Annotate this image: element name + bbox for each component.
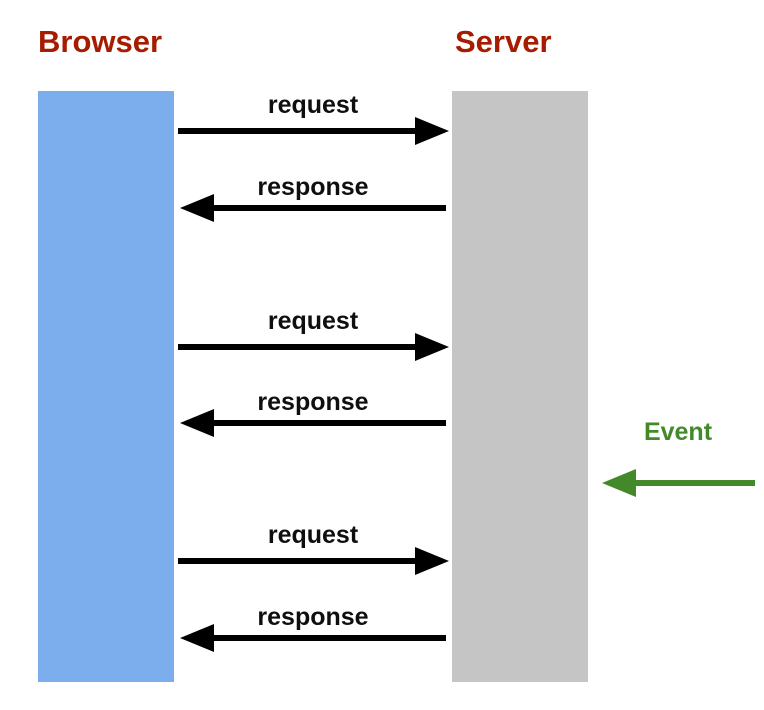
arrow-shaft	[178, 344, 421, 350]
response-arrow	[180, 624, 446, 652]
event-label: Event	[643, 418, 713, 446]
event-arrow	[602, 469, 755, 497]
response-label: response	[257, 603, 369, 631]
arrow-shaft	[178, 128, 421, 134]
server-lifeline	[452, 91, 588, 682]
request-arrow	[178, 117, 449, 145]
request-label: request	[267, 521, 359, 549]
request-arrow	[178, 547, 449, 575]
browser-lifeline	[38, 91, 174, 682]
arrowhead-right-icon	[415, 333, 449, 361]
arrow-shaft	[178, 558, 421, 564]
browser-title: Browser	[38, 24, 163, 59]
request-arrow	[178, 333, 449, 361]
server-title: Server	[455, 24, 552, 59]
arrow-shaft	[208, 420, 446, 426]
response-arrow	[180, 409, 446, 437]
arrowhead-right-icon	[415, 547, 449, 575]
arrow-shaft	[208, 635, 446, 641]
response-label: response	[257, 173, 369, 201]
arrowhead-right-icon	[415, 117, 449, 145]
arrow-shaft	[208, 205, 446, 211]
response-arrow	[180, 194, 446, 222]
request-label: request	[267, 91, 359, 119]
arrow-shaft	[630, 480, 755, 486]
response-label: response	[257, 388, 369, 416]
request-label: request	[267, 307, 359, 335]
